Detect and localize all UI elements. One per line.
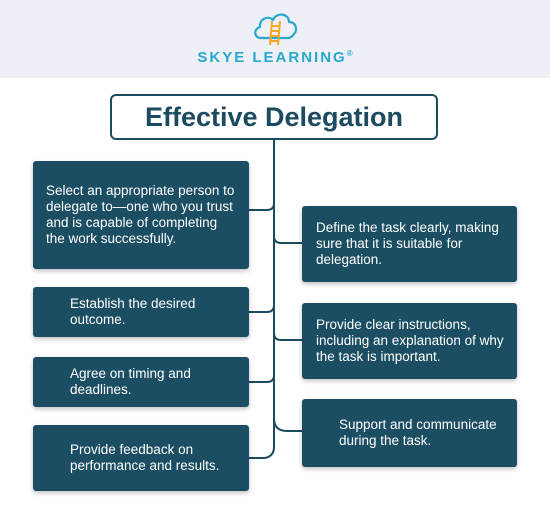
- step-text: Define the task clearly, making sure tha…: [316, 220, 499, 267]
- step-card-establish-outcome: Establish the desired outcome.: [33, 287, 249, 337]
- step-text: Support and communicate during the task.: [339, 417, 497, 448]
- brand-wordmark: SKYE LEARNING®: [0, 49, 550, 66]
- step-card-clear-instructions: Provide clear instructions, including an…: [302, 303, 517, 379]
- branch-right-2: [273, 332, 302, 341]
- header-band: SKYE LEARNING®: [0, 0, 550, 78]
- branch-left-3: [249, 374, 275, 383]
- branch-left-4: [249, 446, 275, 459]
- step-text: Establish the desired outcome.: [70, 296, 196, 327]
- step-card-provide-feedback: Provide feedback on performance and resu…: [33, 425, 249, 491]
- step-text: Provide clear instructions, including an…: [316, 317, 504, 364]
- brand-name: SKYE LEARNING: [197, 49, 347, 66]
- title-box: Effective Delegation: [110, 94, 438, 140]
- cloud-ladder-logo-icon: [254, 13, 298, 46]
- step-text: Provide feedback on performance and resu…: [70, 442, 220, 473]
- step-card-define-task: Define the task clearly, making sure tha…: [302, 206, 517, 282]
- branch-left-2: [249, 304, 275, 313]
- branch-left-1: [249, 202, 275, 211]
- step-card-select-person: Select an appropriate person to delegate…: [33, 161, 249, 269]
- branch-right-1: [273, 235, 302, 244]
- registered-mark: ®: [346, 49, 353, 58]
- step-text: Select an appropriate person to delegate…: [46, 183, 235, 246]
- branch-right-3: [273, 417, 302, 432]
- step-card-support-communicate: Support and communicate during the task.: [302, 399, 517, 467]
- page-title: Effective Delegation: [144, 101, 404, 132]
- step-text: Agree on timing and deadlines.: [70, 366, 191, 397]
- step-card-agree-timing: Agree on timing and deadlines.: [33, 357, 249, 407]
